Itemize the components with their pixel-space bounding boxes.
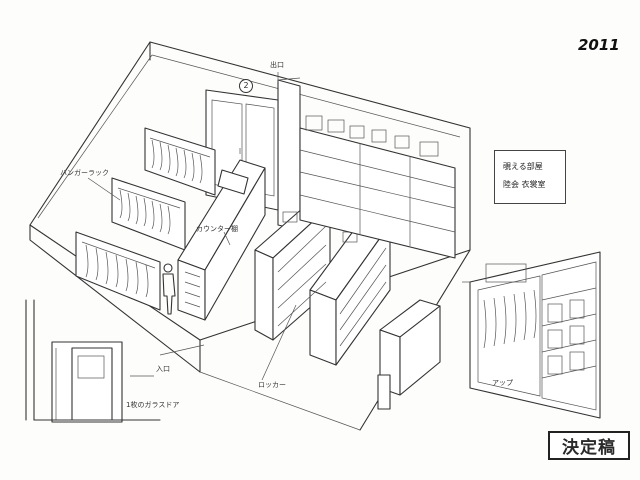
note-line-2: 陸会 衣裳室 <box>503 180 546 189</box>
counter-label: カウンター棚 <box>196 225 238 233</box>
note-line-1: 覗える部屋 <box>503 162 543 171</box>
closeup-note-label: アップ <box>492 379 513 387</box>
door-detail-inset <box>25 299 161 423</box>
hangers-label: ハンガーラック <box>60 169 109 177</box>
hanger-racks <box>75 127 216 311</box>
lockers <box>377 299 441 410</box>
final-draft-stamp: 決定稿 <box>548 431 630 460</box>
note-box: 覗える部屋 陸会 衣裳室 <box>494 150 566 204</box>
door-note-label: 1枚のガラスドア <box>126 401 180 409</box>
person-figure <box>162 263 176 315</box>
exit-label: 出口 <box>270 61 284 69</box>
center-counter <box>177 159 266 321</box>
entrance-label: 入口 <box>156 365 170 373</box>
wardrobe-closeup-inset <box>469 251 601 419</box>
room-number-badge: 2 <box>239 79 253 93</box>
locker-label: ロッカー <box>258 381 286 389</box>
year-label: 2011 <box>578 36 620 54</box>
back-shelf-wall <box>299 115 456 259</box>
